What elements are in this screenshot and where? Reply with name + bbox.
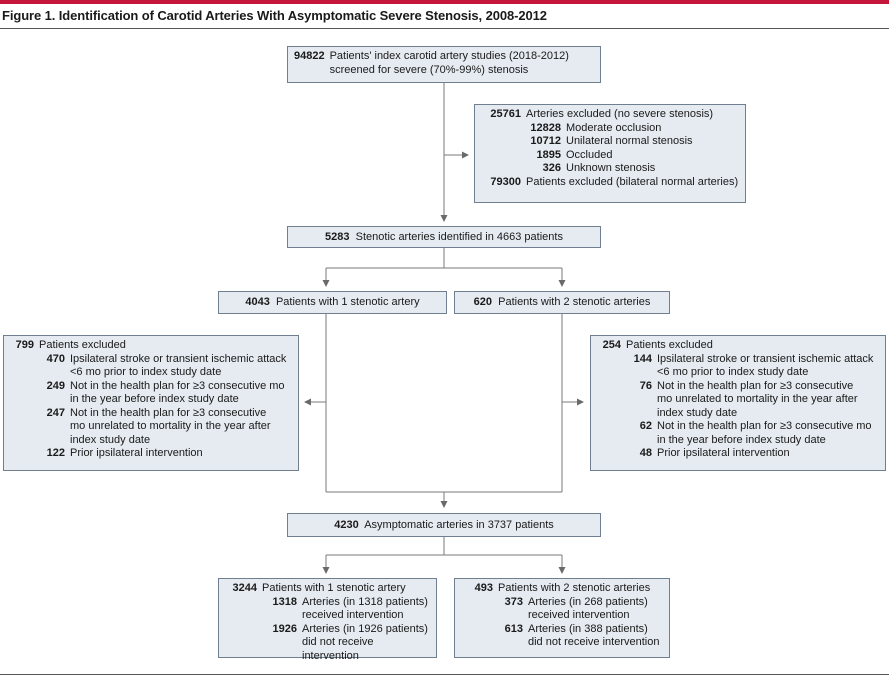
final-two-no-intervention-text: Arteries (in 388 patients) did not recei… [528,622,660,649]
accent-bar [0,0,889,4]
excl-label-occluded: Occluded [566,148,613,161]
stenotic-count: 5283 [325,231,350,243]
right-excl-stroke-text: Ipsilateral stroke or transient ischemic… [657,352,874,379]
final-one-no-intervention-count: 1926 [272,622,297,635]
excl-label-moderate: Moderate occlusion [566,121,662,134]
left-excl-plan-after-count: 247 [46,406,65,419]
screened-count: 94822 [294,50,325,62]
one-artery-box: 4043 Patients with 1 stenotic artery [218,291,447,314]
final-one-intervention-count: 1318 [272,595,297,608]
excl-label-unknown: Unknown stenosis [566,162,656,174]
title-rule [0,28,889,29]
left-excl-count: 799 [15,339,34,351]
left-excl-plan-before-text: Not in the health plan for ≥3 consecutiv… [70,379,285,406]
right-excl-header: Patients excluded [626,339,713,351]
left-excl-plan-after-text: Not in the health plan for ≥3 consecutiv… [70,406,271,446]
excl-label-patients: Patients excluded (bilateral normal arte… [526,175,739,188]
one-artery-count: 4043 [245,296,270,308]
screened-text: Patients' index carotid artery studies (… [329,50,569,76]
right-excl-count: 254 [602,339,621,351]
final-one-artery-box: 3244 Patients with 1 stenotic artery 1318… [218,578,437,662]
excluded-arteries-box: 25761 Arteries excluded (no severe stenos… [474,104,746,203]
final-two-intervention-text: Arteries (in 268 patients) received inte… [528,595,648,622]
final-one-header: Patients with 1 stenotic artery [262,582,406,594]
final-two-count: 493 [474,582,493,594]
figure-title: Figure 1. Identification of Carotid Arte… [2,8,547,23]
asymptomatic-count: 4230 [334,519,359,531]
one-artery-text: Patients with 1 stenotic artery [275,296,420,308]
final-one-intervention-text: Arteries (in 1318 patients) received int… [302,595,428,622]
right-excl-stroke-count: 144 [633,352,652,365]
left-excl-stroke-text: Ipsilateral stroke or transient ischemic… [70,352,287,379]
stenotic-box: 5283 Stenotic arteries identified in 466… [287,226,601,248]
asymptomatic-text: Asymptomatic arteries in 3737 patients [364,519,554,531]
two-artery-count: 620 [473,296,492,308]
final-two-header: Patients with 2 stenotic arteries [498,582,651,594]
excl-count-unknown: 326 [542,162,561,174]
right-excl-plan-before-count: 62 [639,420,652,432]
left-excl-prior-text: Prior ipsilateral intervention [70,447,203,459]
two-artery-box: 620 Patients with 2 stenotic arteries [454,291,670,314]
final-two-artery-box: 493 Patients with 2 stenotic arteries 373… [454,578,670,658]
right-excl-prior-count: 48 [639,447,652,459]
left-excl-prior-count: 122 [46,447,65,459]
right-excluded-box: 254 Patients excluded 144 Ipsilateral stro… [590,335,886,471]
right-excl-plan-before-text: Not in the health plan for ≥3 consecutiv… [657,420,872,446]
left-excl-stroke-count: 470 [46,352,65,365]
left-excluded-box: 799 Patients excluded 470 Ipsilateral stro… [3,335,299,471]
screened-box: 94822 Patients' index carotid artery stu… [287,46,601,83]
right-excl-plan-after-text: Not in the health plan for ≥3 consecutiv… [657,379,858,419]
left-excl-header: Patients excluded [39,339,126,351]
left-excl-plan-before-count: 249 [46,379,65,392]
asymptomatic-box: 4230 Asymptomatic arteries in 3737 patie… [287,513,601,537]
two-artery-text: Patients with 2 stenotic arteries [498,296,651,308]
final-one-count: 3244 [232,582,257,594]
excl-count-unilateral: 10712 [530,135,561,147]
excl-label-unilateral: Unilateral normal stenosis [566,135,693,147]
final-two-intervention-count: 373 [504,595,523,608]
final-two-no-intervention-count: 613 [504,622,523,635]
bottom-rule [0,674,889,675]
excl-count-moderate: 12828 [530,121,561,134]
final-one-no-intervention-text: Arteries (in 1926 patients) did not rece… [302,622,428,662]
excl-label-no-stenosis: Arteries excluded (no severe stenosis) [526,108,714,120]
excl-count-occluded: 1895 [536,148,561,161]
right-excl-plan-after-count: 76 [639,379,652,392]
excl-count-patients: 79300 [490,175,521,188]
excl-count-no-stenosis: 25761 [490,108,521,120]
right-excl-prior-text: Prior ipsilateral intervention [657,447,790,459]
stenotic-text: Stenotic arteries identified in 4663 pat… [355,231,563,243]
